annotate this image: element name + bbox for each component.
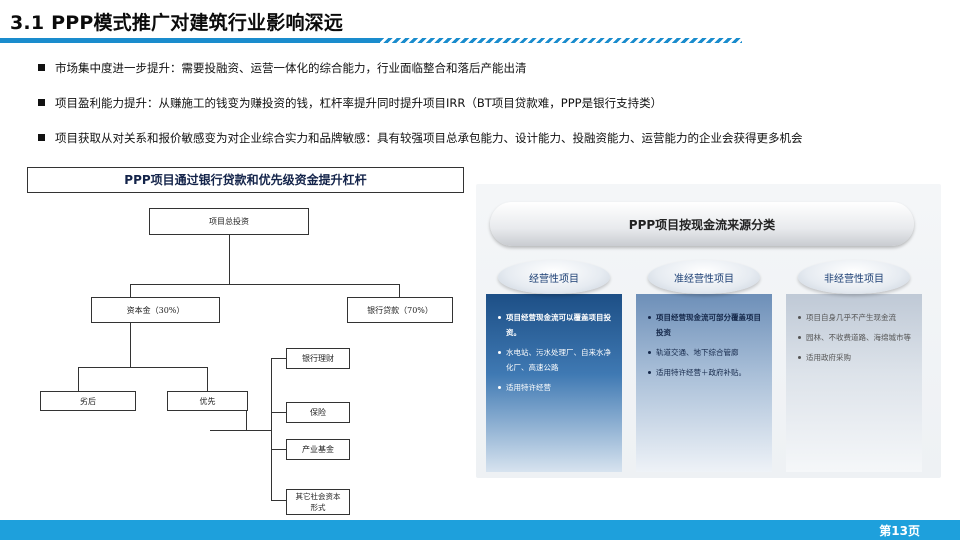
connector-line	[78, 367, 79, 391]
classification-panel-title: PPP项目按现金流来源分类	[490, 202, 914, 246]
subordinated-box: 劣后	[40, 391, 136, 411]
bullet-text: 项目获取从对关系和报价敏感变为对企业综合实力和品牌敏感：具有较强项目总承包能力、…	[55, 131, 803, 145]
column-item: 适用特许经营	[498, 380, 614, 395]
connector-line	[246, 411, 247, 430]
bullet-item: 项目获取从对关系和报价敏感变为对企业综合实力和品牌敏感：具有较强项目总承包能力、…	[38, 130, 803, 146]
bank-wealth-box: 银行理财	[286, 348, 350, 369]
connector-line	[78, 367, 208, 368]
column-item: 园林、不收费道路、海绵城市等	[798, 330, 914, 345]
industry-fund-box: 产业基金	[286, 439, 350, 460]
connector-line	[271, 358, 286, 359]
title-underline	[0, 38, 742, 43]
column-item: 水电站、污水处理厂、自来水净化厂、高速公路	[498, 345, 614, 375]
column-quasi-operating: 准经营性项目 项目经营现金流可部分覆盖项目投资 轨道交通、地下综合管廊 适用特许…	[636, 260, 772, 472]
connector-line	[271, 412, 286, 413]
column-card: 项目自身几乎不产生现金流 园林、不收费道路、海绵城市等 适用政府采购	[786, 294, 922, 472]
column-item: 项目经营现金流可以覆盖项目投资。	[498, 310, 614, 340]
bullet-square-icon	[38, 64, 45, 71]
column-item: 项目自身几乎不产生现金流	[798, 310, 914, 325]
column-card: 项目经营现金流可部分覆盖项目投资 轨道交通、地下综合管廊 适用特许经营＋政府补贴…	[636, 294, 772, 472]
insurance-box: 保险	[286, 402, 350, 423]
column-item: 适用政府采购	[798, 350, 914, 365]
column-non-operating: 非经营性项目 项目自身几乎不产生现金流 园林、不收费道路、海绵城市等 适用政府采…	[786, 260, 922, 472]
leverage-diagram-title: PPP项目通过银行贷款和优先级资金提升杠杆	[27, 167, 464, 193]
page-number: 第13页	[879, 524, 920, 538]
connector-line	[271, 358, 272, 500]
column-card: 项目经营现金流可以覆盖项目投资。 水电站、污水处理厂、自来水净化厂、高速公路 适…	[486, 294, 622, 472]
column-heading: 非经营性项目	[798, 260, 910, 294]
connector-line	[271, 449, 286, 450]
bullet-item: 项目盈利能力提升：从赚施工的钱变为赚投资的钱，杠杆率提升同时提升项目IRR（BT…	[38, 95, 662, 111]
other-capital-box: 其它社会资本形式	[286, 489, 350, 515]
bullet-square-icon	[38, 134, 45, 141]
column-item: 适用特许经营＋政府补贴。	[648, 365, 764, 380]
connector-line	[130, 284, 400, 285]
page-title: 3.1 PPP模式推广对建筑行业影响深远	[10, 12, 344, 34]
title-underline-solid	[0, 38, 380, 43]
connector-line	[229, 235, 230, 284]
connector-line	[399, 284, 400, 297]
footer-bar: 第13页	[0, 520, 960, 540]
title-underline-stripes	[380, 38, 742, 43]
bullet-text: 市场集中度进一步提升：需要投融资、运营一体化的综合能力，行业面临整合和落后产能出…	[55, 61, 527, 75]
connector-line	[210, 430, 272, 431]
connector-line	[130, 323, 131, 367]
capital-box: 资本金（30%）	[91, 297, 220, 323]
column-heading: 经营性项目	[498, 260, 610, 294]
bullet-square-icon	[38, 99, 45, 106]
classification-panel: PPP项目按现金流来源分类 经营性项目 项目经营现金流可以覆盖项目投资。 水电站…	[476, 184, 941, 478]
bullet-item: 市场集中度进一步提升：需要投融资、运营一体化的综合能力，行业面临整合和落后产能出…	[38, 60, 527, 76]
column-operating: 经营性项目 项目经营现金流可以覆盖项目投资。 水电站、污水处理厂、自来水净化厂、…	[486, 260, 622, 472]
column-item: 轨道交通、地下综合管廊	[648, 345, 764, 360]
senior-box: 优先	[167, 391, 248, 411]
connector-line	[271, 500, 286, 501]
connector-line	[207, 367, 208, 391]
bullet-text: 项目盈利能力提升：从赚施工的钱变为赚投资的钱，杠杆率提升同时提升项目IRR（BT…	[55, 96, 663, 110]
total-investment-box: 项目总投资	[149, 208, 309, 235]
column-heading: 准经营性项目	[648, 260, 760, 294]
column-item: 项目经营现金流可部分覆盖项目投资	[648, 310, 764, 340]
connector-line	[130, 284, 131, 297]
bank-loan-box: 银行贷款（70%）	[347, 297, 453, 323]
